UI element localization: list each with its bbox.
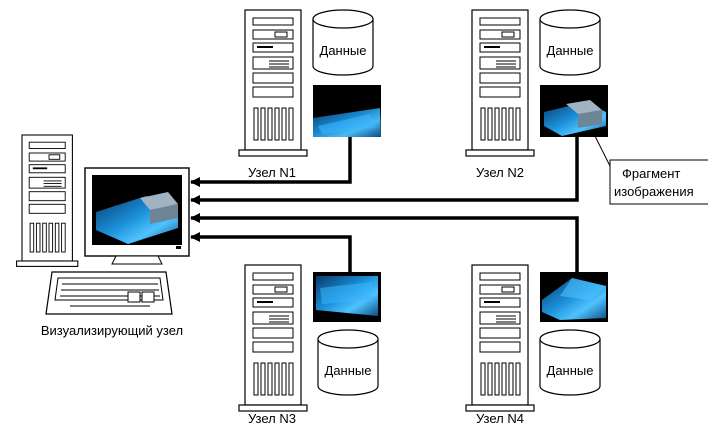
arrow-n3 bbox=[190, 232, 352, 272]
storage-label: Данные bbox=[320, 43, 367, 58]
viz-node-label: Визуализирующий узел bbox=[41, 323, 183, 338]
monitor-icon bbox=[84, 167, 190, 265]
keyboard-icon bbox=[45, 271, 173, 315]
storage-label: Данные bbox=[325, 363, 372, 378]
node-label: Узел N4 bbox=[476, 411, 524, 426]
server-tower-icon bbox=[15, 134, 79, 268]
node-label: Узел N2 bbox=[476, 165, 524, 180]
server-tower-icon bbox=[238, 9, 308, 157]
storage-label: Данные bbox=[547, 363, 594, 378]
image-fragment bbox=[313, 85, 381, 137]
arrow-n1 bbox=[190, 137, 352, 187]
image-fragment bbox=[313, 272, 381, 322]
storage-label: Данные bbox=[547, 43, 594, 58]
server-tower-icon bbox=[238, 264, 308, 412]
arrow-n2 bbox=[190, 137, 579, 205]
image-fragment bbox=[540, 85, 608, 137]
node-n2: Данные Узел N2 bbox=[465, 9, 608, 180]
node-n4: Данные Узел N4 bbox=[465, 264, 608, 426]
callout-line1: Фрагмент bbox=[622, 166, 680, 181]
viz-node: Визуализирующий узел bbox=[15, 134, 190, 338]
callout-line2: изображения bbox=[614, 184, 694, 199]
node-n1: Данные Узел N1 bbox=[238, 9, 381, 180]
server-tower-icon bbox=[465, 9, 535, 157]
image-fragment bbox=[540, 272, 608, 322]
fragment-callout: Фрагмент изображения bbox=[591, 129, 708, 205]
node-n3: Данные Узел N3 bbox=[238, 264, 381, 426]
arrow-n4 bbox=[190, 213, 579, 272]
node-label: Узел N3 bbox=[248, 411, 296, 426]
data-flow-arrows bbox=[190, 137, 579, 272]
server-tower-icon bbox=[465, 264, 535, 412]
node-label: Узел N1 bbox=[248, 165, 296, 180]
